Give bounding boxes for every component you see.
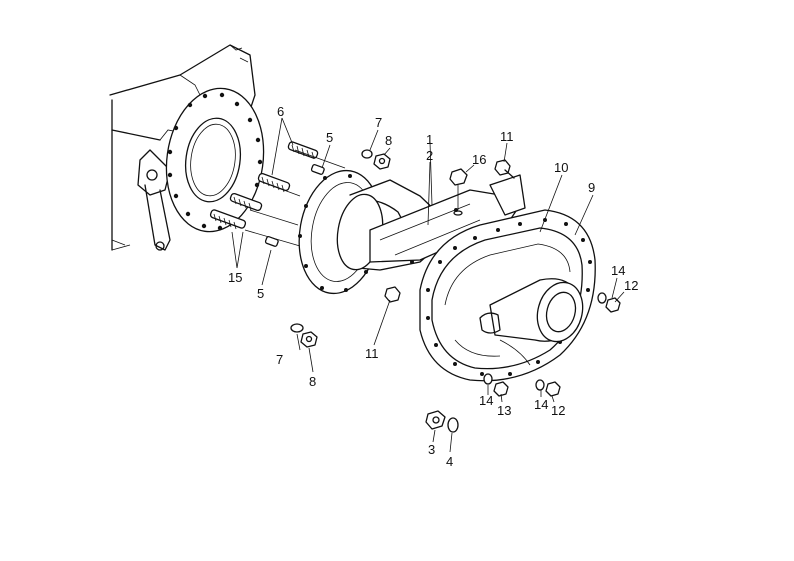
callout-10: 10 (554, 160, 568, 175)
bolt-11-lower (384, 286, 401, 303)
nut-8-upper (373, 153, 391, 170)
callout-7-upper: 7 (375, 115, 382, 130)
callout-6: 6 (277, 104, 284, 119)
final-drive-cover (419, 209, 596, 382)
callout-13: 13 (497, 403, 511, 418)
bolt-11-upper (494, 159, 515, 179)
callout-9: 9 (588, 180, 595, 195)
washer-14-upper (597, 292, 607, 304)
breather-16 (449, 168, 468, 216)
callout-14-upper: 14 (611, 263, 625, 278)
callout-15: 15 (228, 270, 242, 285)
dowel-pin-lower (264, 236, 279, 247)
bolt-13 (483, 373, 509, 397)
callout-12-lower: 12 (551, 403, 565, 418)
callout-7-lower: 7 (276, 352, 283, 367)
stud-axis-line (261, 149, 346, 197)
washer-4 (447, 417, 459, 433)
callout-16: 16 (472, 152, 486, 167)
washer-14-lower (535, 379, 545, 391)
callout-5-upper: 5 (326, 130, 333, 145)
callout-14-mid: 14 (479, 393, 493, 408)
dowel-pin-upper (310, 164, 325, 175)
callout-11-lower: 11 (365, 346, 379, 361)
callout-2: 2 (426, 148, 433, 163)
nut-8-lower (300, 331, 318, 348)
callout-5-lower: 5 (257, 286, 264, 301)
callout-labels: 1 2 3 4 5 5 6 7 7 8 8 9 10 11 11 12 12 1… (228, 104, 638, 469)
stud-lower-1 (229, 192, 263, 212)
callout-14-lower: 14 (534, 397, 548, 412)
callout-4: 4 (446, 454, 453, 469)
callout-1: 1 (426, 132, 433, 147)
callout-3: 3 (428, 442, 435, 457)
axle-housing (298, 169, 526, 295)
callout-8-lower: 8 (309, 374, 316, 389)
callout-12-upper: 12 (624, 278, 638, 293)
callout-8-upper: 8 (385, 133, 392, 148)
stud-lower-2 (209, 209, 247, 230)
washer-7-lower (290, 323, 304, 333)
leader-lines (231, 117, 625, 453)
callout-11-upper: 11 (500, 129, 514, 144)
nut-3 (425, 410, 446, 430)
stud-upper-1 (287, 141, 319, 160)
nut-12-upper (605, 297, 621, 313)
washer-7-upper (361, 149, 373, 159)
nut-12-lower (545, 381, 561, 397)
